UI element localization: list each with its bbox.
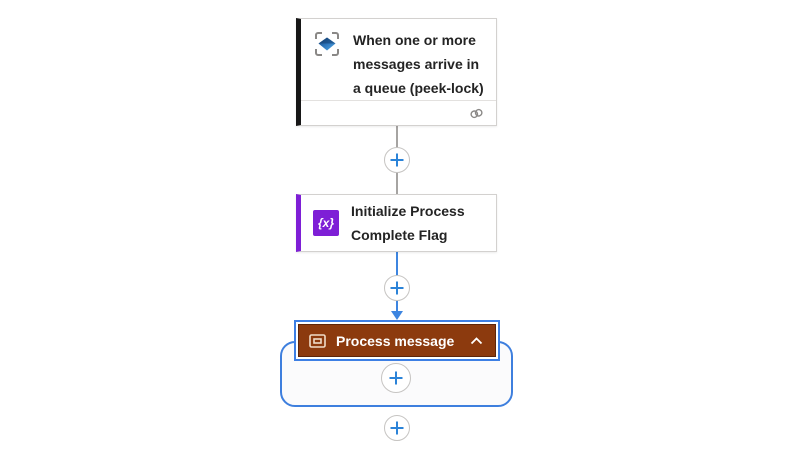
insert-step-button-3[interactable] <box>384 415 410 441</box>
trigger-card-footer <box>301 100 496 125</box>
trigger-title: When one or more messages arrive in a qu… <box>353 32 484 96</box>
variables-icon: {x} <box>313 210 339 236</box>
service-bus-icon <box>313 30 341 58</box>
action-card-initialize-variable[interactable]: {x} Initialize Process Complete Flag <box>296 194 497 252</box>
chevron-up-icon <box>470 336 483 345</box>
insert-step-button-1[interactable] <box>384 147 410 173</box>
scope-card-process-message[interactable]: Process message <box>298 324 496 357</box>
scope-icon <box>309 333 326 348</box>
connector-arrowhead <box>391 311 403 320</box>
insert-step-in-scope-button[interactable] <box>381 363 411 393</box>
action-title: Initialize Process Complete Flag <box>351 203 465 243</box>
collapse-button[interactable] <box>468 336 485 345</box>
connection-icon <box>469 106 484 121</box>
scope-title: Process message <box>336 332 455 349</box>
insert-step-button-2[interactable] <box>384 275 410 301</box>
trigger-card-when-messages-arrive[interactable]: When one or more messages arrive in a qu… <box>296 18 497 126</box>
